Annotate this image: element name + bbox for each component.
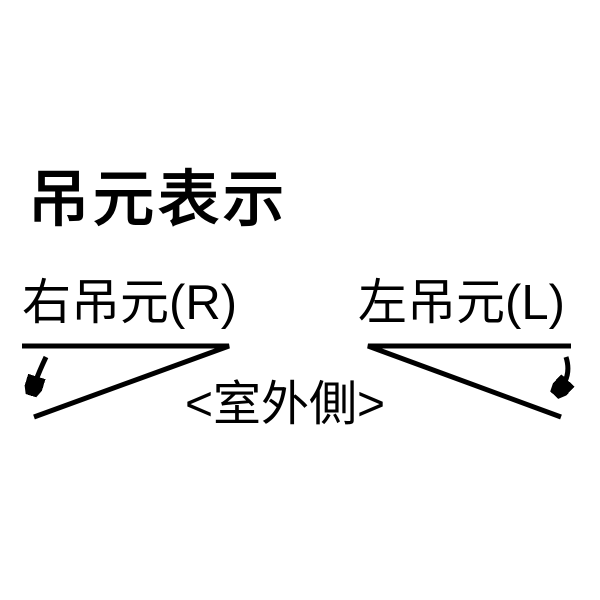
left-hinge-swing-arrow-icon bbox=[559, 356, 568, 390]
page-title: 吊元表示 bbox=[28, 165, 289, 233]
right-hinge-door-lines bbox=[22, 343, 230, 420]
outdoor-side-label: <室外側> bbox=[185, 378, 386, 431]
right-hinge-label: 右吊元(R) bbox=[22, 276, 238, 330]
left-hinge-label: 左吊元(L) bbox=[358, 276, 565, 330]
left-hinge-door-lines bbox=[367, 343, 571, 420]
right-hinge-swing-arrow-icon bbox=[33, 355, 49, 389]
